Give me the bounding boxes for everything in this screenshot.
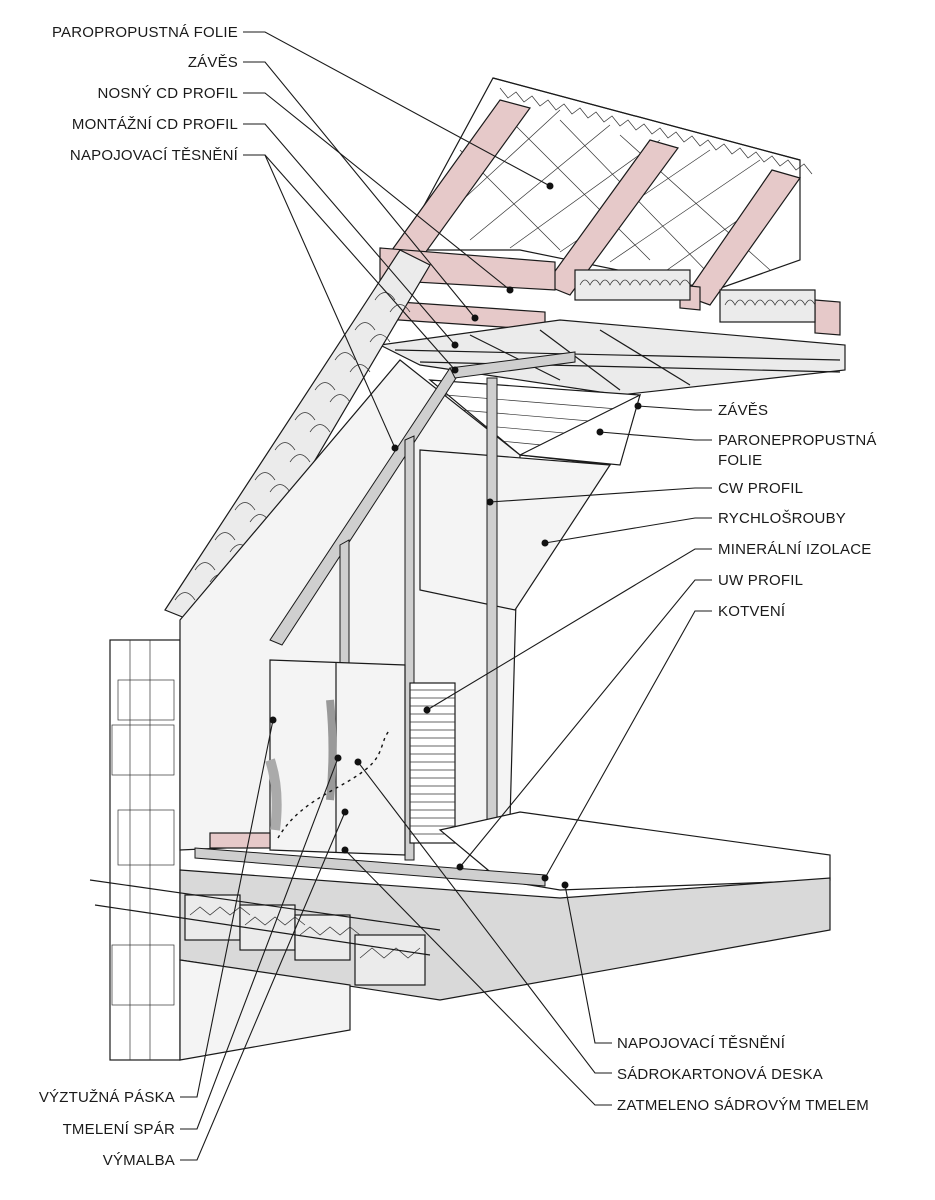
label-paronepropustna: PARONEPROPUSTNÁ xyxy=(718,432,877,449)
leader-zaves-top xyxy=(243,61,476,319)
wall-assembly xyxy=(89,351,831,1061)
rafter-2 xyxy=(544,139,679,296)
leader-paropropustna-folie xyxy=(243,31,551,187)
label-cw-profil: CW PROFIL xyxy=(718,480,803,497)
leader-rychlosrouby xyxy=(544,517,712,544)
leader-mineralni xyxy=(426,548,712,711)
mineral-insulation xyxy=(409,682,456,844)
leader-zatmeleno xyxy=(344,849,612,1106)
cw-frame xyxy=(269,351,576,881)
ridge-line xyxy=(492,77,801,161)
seal-strip xyxy=(209,832,271,849)
vapour-barrier xyxy=(517,393,641,466)
labels-right: ZÁVĚS PARONEPROPUSTNÁ FOLIE CW PROFIL RY… xyxy=(718,402,877,620)
label-zatmeleno: ZATMELENO SÁDROVÝM TMELEM xyxy=(617,1097,869,1114)
rafter-3 xyxy=(684,169,801,306)
leader-zaves-right xyxy=(637,405,712,411)
labels-bottom-right: NAPOJOVACÍ TĚSNĚNÍ SÁDROKARTONOVÁ DESKA … xyxy=(617,1035,869,1114)
joint-tape xyxy=(326,699,337,801)
leader-sadrokartonova xyxy=(357,761,612,1074)
attic-wall-board xyxy=(419,449,612,611)
label-vymalba: VÝMALBA xyxy=(103,1152,175,1169)
filler-patch xyxy=(265,758,282,831)
label-rychlosrouby: RYCHLOŠROUBY xyxy=(718,510,846,527)
label-nosny-cd-profil: NOSNÝ CD PROFIL xyxy=(97,85,238,102)
rebar-bottom xyxy=(94,904,431,956)
leader-nosny-cd xyxy=(243,92,511,291)
masonry-column xyxy=(109,639,181,1061)
labels-left-top: PAROPROPUSTNÁ FOLIE ZÁVĚS NOSNÝ CD PROFI… xyxy=(52,24,239,164)
roof-assembly xyxy=(164,77,846,631)
leader-paronepropustna xyxy=(599,431,712,441)
label-zaves-top: ZÁVĚS xyxy=(188,54,238,71)
leader-vyztuzna xyxy=(180,719,274,1098)
leader-napojovaci-bottom xyxy=(564,884,612,1044)
leader-dots xyxy=(269,182,642,889)
lower-wall xyxy=(179,959,351,1061)
label-tmeleni-spar: TMELENÍ SPÁR xyxy=(63,1121,175,1138)
beam-end-right xyxy=(814,299,841,336)
ceiling-plane xyxy=(378,319,846,396)
leader-lines xyxy=(180,31,712,1161)
leader-vymalba xyxy=(180,811,346,1161)
paint-edge-dotted xyxy=(277,729,391,839)
labels-bottom-left: VÝZTUŽNÁ PÁSKA TMELENÍ SPÁR VÝMALBA xyxy=(39,1089,175,1169)
uw-track xyxy=(194,847,546,887)
label-montazni-cd-profil: MONTÁŽNÍ CD PROFIL xyxy=(72,116,238,133)
leader-montazni-cd xyxy=(243,123,456,346)
leader-tmeleni xyxy=(180,757,339,1130)
label-folie: FOLIE xyxy=(718,452,762,469)
label-mineralni-izolace: MINERÁLNÍ IZOLACE xyxy=(718,541,871,558)
leader-napojovaci-2 xyxy=(264,154,456,371)
label-napojovaci-tesneni-top: NAPOJOVACÍ TĚSNĚNÍ xyxy=(70,147,239,164)
label-paropropustna-folie: PAROPROPUSTNÁ FOLIE xyxy=(52,24,238,41)
eave-insulation xyxy=(574,269,816,323)
rebar-top xyxy=(89,879,441,931)
leader-kotveni xyxy=(544,610,712,879)
leader-uw-profil xyxy=(459,579,712,868)
leader-cw-profil xyxy=(489,487,712,503)
label-sadrokartonova-deska: SÁDROKARTONOVÁ DESKA xyxy=(617,1066,823,1083)
label-napojovaci-tesneni-bottom: NAPOJOVACÍ TĚSNĚNÍ xyxy=(617,1035,786,1052)
label-kotveni: KOTVENÍ xyxy=(718,603,786,620)
label-uw-profil: UW PROFIL xyxy=(718,572,803,589)
label-zaves-right: ZÁVĚS xyxy=(718,402,768,419)
purlin-beam xyxy=(379,247,556,291)
label-vyztuzna-paska: VÝZTUŽNÁ PÁSKA xyxy=(39,1089,175,1106)
tile-ridge-teeth xyxy=(499,87,813,175)
